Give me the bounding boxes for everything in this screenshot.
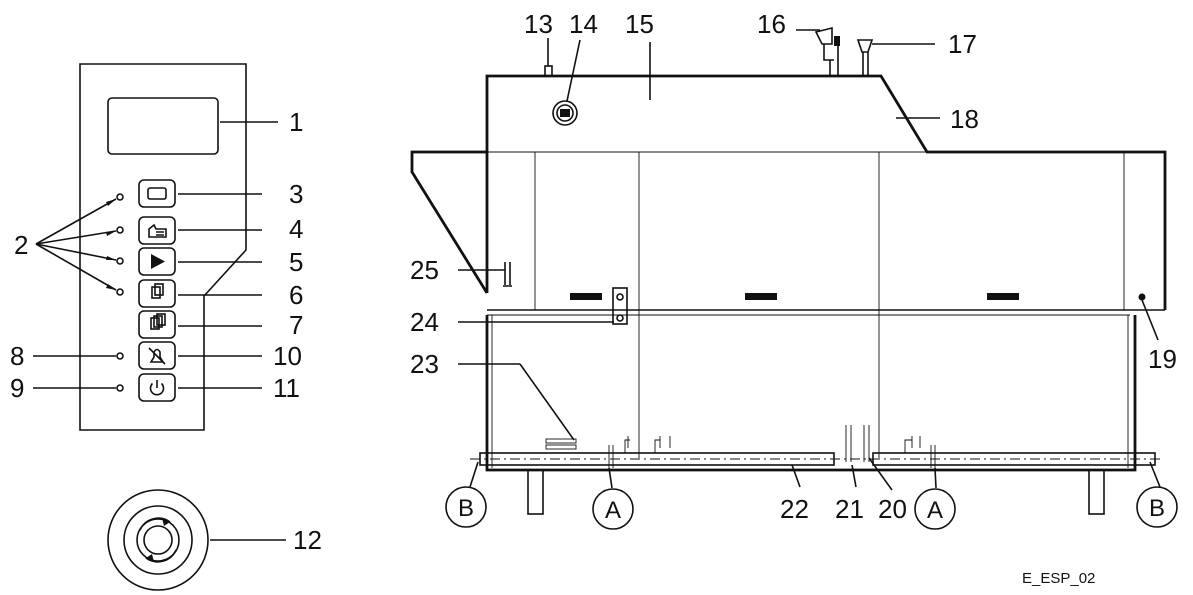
control-panel: [33, 63, 278, 431]
led-4: [116, 288, 124, 296]
bottom-pipework: [470, 425, 1160, 468]
leg-left: [527, 469, 544, 515]
label-15: 15: [625, 9, 654, 39]
led-1: [116, 193, 124, 201]
button-6[interactable]: [138, 279, 176, 308]
led-9: [116, 384, 124, 392]
label-13: 13: [524, 9, 553, 39]
item-16-valve: [814, 26, 840, 76]
label-4: 4: [289, 214, 303, 244]
button-3[interactable]: [138, 179, 176, 208]
label-16: 16: [757, 9, 786, 39]
rotary-switch[interactable]: [107, 489, 286, 591]
led-3: [116, 257, 124, 265]
panel-leader-lines: [33, 121, 278, 389]
marker-letter: A: [605, 497, 621, 524]
display-screen: [107, 97, 219, 155]
label-19: 19: [1148, 344, 1177, 374]
label-7: 7: [289, 310, 303, 340]
rotate-arrows-icon: [139, 517, 177, 563]
label-8: 8: [10, 341, 24, 371]
label-20: 20: [878, 494, 907, 524]
marker-letter: A: [927, 497, 943, 524]
label-22: 22: [780, 494, 809, 524]
label-12: 12: [293, 525, 322, 555]
marker-a-right: A: [914, 488, 956, 530]
alarm-mute-icon: [148, 347, 166, 365]
marker-b-right: B: [1136, 486, 1178, 528]
label-10: 10: [273, 341, 302, 371]
label-21: 21: [835, 494, 864, 524]
label-3: 3: [289, 179, 303, 209]
label-24: 24: [410, 307, 439, 337]
item-17-valve: [856, 39, 874, 76]
label-18: 18: [950, 104, 979, 134]
label-25: 25: [410, 255, 439, 285]
item-25-probe: [503, 262, 512, 287]
label-17: 17: [948, 29, 977, 59]
power-icon: [149, 380, 165, 396]
machine-hood: [485, 74, 1167, 310]
label-9: 9: [10, 373, 24, 403]
label-1: 1: [289, 107, 303, 137]
led-8: [116, 352, 124, 360]
machine-leader-lines: [458, 29, 1161, 491]
arrowheads-2: [106, 199, 116, 290]
marker-letter: B: [1149, 495, 1165, 522]
leg-right: [1088, 469, 1105, 515]
hand-icon: [148, 223, 167, 238]
marker-letter: B: [458, 495, 474, 522]
label-23: 23: [410, 349, 439, 379]
pages-double-icon: [150, 313, 166, 330]
figure-code: E_ESP_02: [1022, 570, 1095, 587]
item-13-fitting: [544, 65, 553, 77]
label-6: 6: [289, 280, 303, 310]
marker-a-left: A: [592, 488, 634, 530]
label-11: 11: [273, 373, 300, 403]
dishwasher-machine: [410, 26, 1167, 515]
item-14-sight-glass: [552, 100, 578, 126]
pages-single-icon: [151, 283, 164, 299]
label-5: 5: [289, 247, 303, 277]
panel-outline: [79, 63, 247, 431]
play-icon: [151, 254, 165, 269]
item-19-point: [1138, 293, 1146, 301]
label-14: 14: [569, 9, 598, 39]
rectangle-icon: [147, 187, 167, 200]
marker-b-left: B: [445, 486, 487, 528]
label-2: 2: [14, 230, 28, 260]
callout-labels: 1 2 3 4 5 6 7 8 9 10 11 12 13 14 15 16 1…: [10, 9, 1177, 555]
item-24-bracket: [612, 287, 628, 325]
led-2: [116, 226, 124, 234]
button-4[interactable]: [138, 216, 176, 245]
lower-tank: [485, 315, 1137, 472]
inlet-hood: [410, 150, 489, 294]
